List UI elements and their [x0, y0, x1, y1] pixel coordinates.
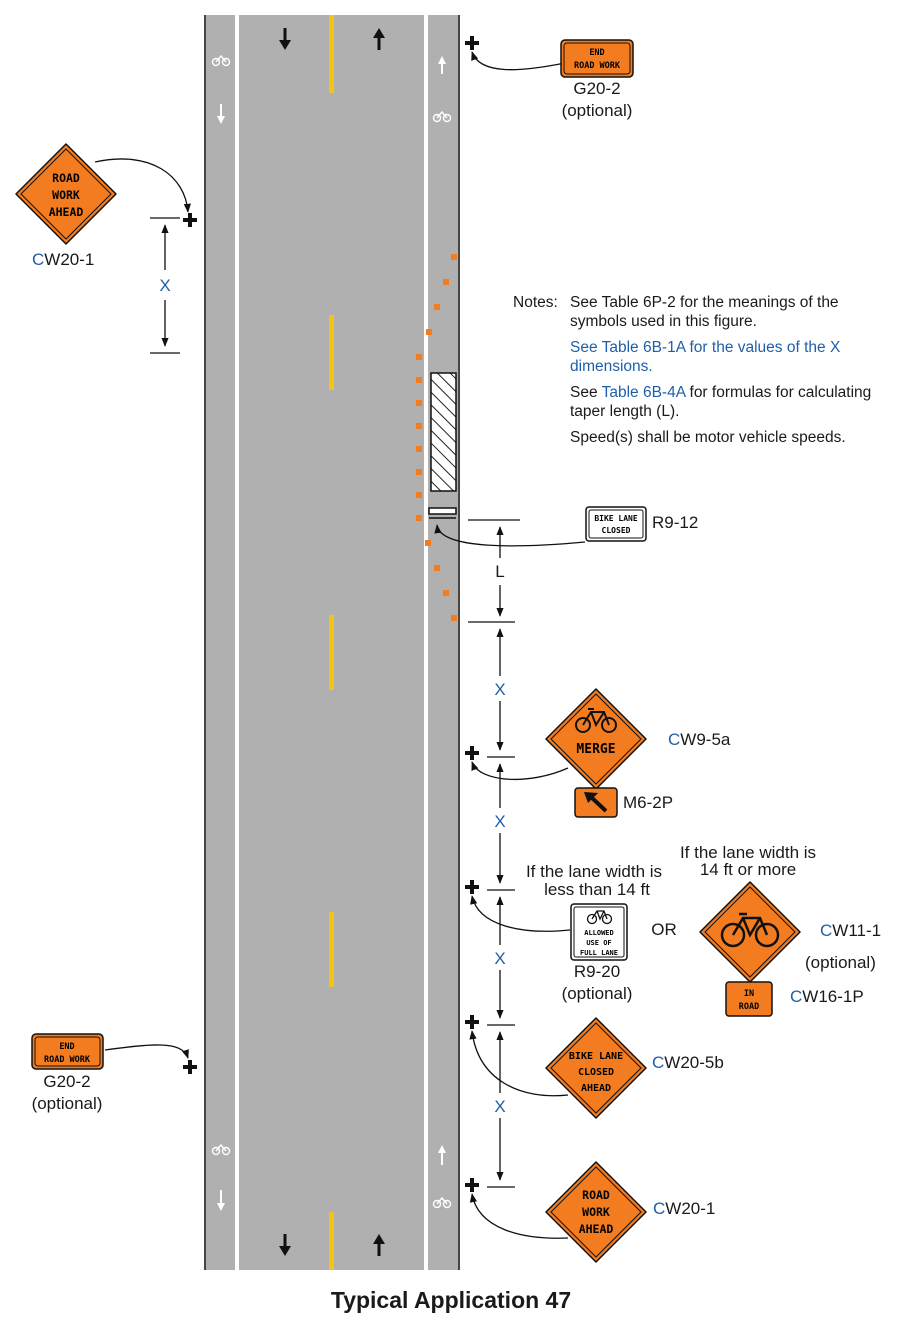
sign-code-cw20-1: CW20-1 — [653, 1199, 715, 1218]
sign-text: ROAD WORK — [574, 61, 621, 71]
sign-text: ALLOWED — [584, 929, 614, 937]
dimension-labels: X L X X X X — [159, 276, 505, 1116]
figure-title: Typical Application 47 — [330, 1287, 572, 1313]
bicycle-icon — [575, 708, 617, 733]
lane-arrows — [279, 28, 385, 1256]
note-item: See Table 6P-2 for the meanings of the s… — [570, 294, 839, 330]
sign-text: AHEAD — [49, 205, 84, 219]
roadway — [204, 15, 460, 1270]
sign-text: ROAD — [739, 1002, 759, 1012]
sign-cw20-1-top: ROAD WORK AHEAD — [15, 143, 117, 245]
sign-r9-20: ALLOWED USE OF FULL LANE — [570, 903, 628, 961]
sign-text: AHEAD — [579, 1222, 614, 1236]
sign-text: WORK — [52, 188, 80, 202]
notes-block: Notes: See Table 6P-2 for the meanings o… — [513, 293, 888, 454]
sign-text: CLOSED — [578, 1067, 614, 1078]
sign-text: MERGE — [576, 742, 615, 757]
sign-text: ROAD WORK — [44, 1055, 91, 1065]
dim-l-label: L — [495, 562, 504, 581]
sign-cw9-5a: MERGE — [545, 688, 647, 790]
sign-cw16-1p: IN ROAD — [725, 981, 773, 1017]
sign-code-g20-2: G20-2 — [43, 1072, 90, 1091]
dimension-lines — [150, 217, 520, 1188]
sign-m6-2p — [574, 787, 618, 818]
bicycle-icon — [586, 910, 613, 925]
note-item: See Table 6B-4A for formulas for calcula… — [570, 384, 872, 420]
sign-leader-lines — [94, 51, 586, 1239]
type-3-barricade — [428, 507, 457, 519]
note-item: Speed(s) shall be motor vehicle speeds. — [570, 429, 846, 446]
sign-note: (optional) — [562, 101, 633, 120]
dim-x-label: X — [494, 1097, 505, 1116]
bicycle-icon — [720, 912, 780, 948]
sign-code-cw16-1p: CW16-1P — [790, 987, 864, 1006]
right-bike-lane-line — [424, 15, 428, 1270]
note-item: See Table 6B-1A for the values of the X … — [570, 339, 841, 375]
sign-cw11-1 — [699, 881, 801, 983]
center-line — [329, 15, 334, 1270]
sign-note: (optional) — [32, 1094, 103, 1113]
sign-code-cw20-1: CW20-1 — [32, 250, 94, 269]
sign-cw20-1-bottom: ROAD WORK AHEAD — [545, 1161, 647, 1263]
sign-code-cw11-1: CW11-1 — [820, 921, 881, 940]
sign-text: ROAD — [582, 1188, 610, 1202]
channelizing-devices — [416, 254, 457, 621]
dim-x-label: X — [494, 812, 505, 831]
sign-g20-2-bottom: END ROAD WORK — [31, 1033, 104, 1070]
dim-x-label: X — [159, 276, 170, 295]
sign-text: FULL LANE — [580, 949, 618, 957]
or-label: OR — [651, 920, 677, 939]
sign-text: IN — [744, 989, 754, 999]
dim-x-label: X — [494, 949, 505, 968]
condition-narrow-line1: If the lane width is — [526, 862, 662, 881]
diagonal-arrow-icon — [584, 792, 608, 813]
sign-text: BIKE LANE — [594, 514, 638, 523]
sign-code-m6-2p: M6-2P — [623, 793, 673, 812]
sign-note: (optional) — [562, 984, 633, 1003]
bike-lane-markings — [211, 54, 452, 1211]
sign-text: WORK — [582, 1205, 610, 1219]
sign-r9-12: BIKE LANE CLOSED — [585, 506, 647, 542]
sign-code-cw9-5a: CW9-5a — [668, 730, 731, 749]
sign-cw20-5b: BIKE LANE CLOSED AHEAD — [545, 1017, 647, 1119]
sign-code-g20-2: G20-2 — [573, 79, 620, 98]
sign-text: CLOSED — [602, 526, 631, 535]
sign-note: (optional) — [805, 953, 876, 972]
sign-text: USE OF — [586, 939, 611, 947]
sign-code-cw20-5b: CW20-5b — [652, 1053, 724, 1072]
sign-posts — [183, 36, 479, 1192]
sign-text: BIKE LANE — [569, 1051, 623, 1062]
sign-text: AHEAD — [581, 1083, 611, 1094]
condition-wide-line2: 14 ft or more — [700, 860, 796, 879]
condition-narrow-line2: less than 14 ft — [544, 880, 650, 899]
sign-g20-2-top: END ROAD WORK — [560, 39, 634, 78]
condition-wide-line1: If the lane width is — [680, 843, 816, 862]
dim-x-label: X — [494, 680, 505, 699]
sign-text: END — [589, 48, 604, 58]
sign-code-r9-12: R9-12 — [652, 513, 698, 532]
notes-heading: Notes: — [513, 294, 558, 311]
sign-text: END — [59, 1042, 74, 1052]
sign-text: ROAD — [52, 171, 80, 185]
table-link[interactable]: Table 6B-4A — [601, 384, 686, 401]
sign-code-r9-20: R9-20 — [574, 962, 620, 981]
work-area — [430, 372, 457, 492]
left-bike-lane-line — [235, 15, 239, 1270]
